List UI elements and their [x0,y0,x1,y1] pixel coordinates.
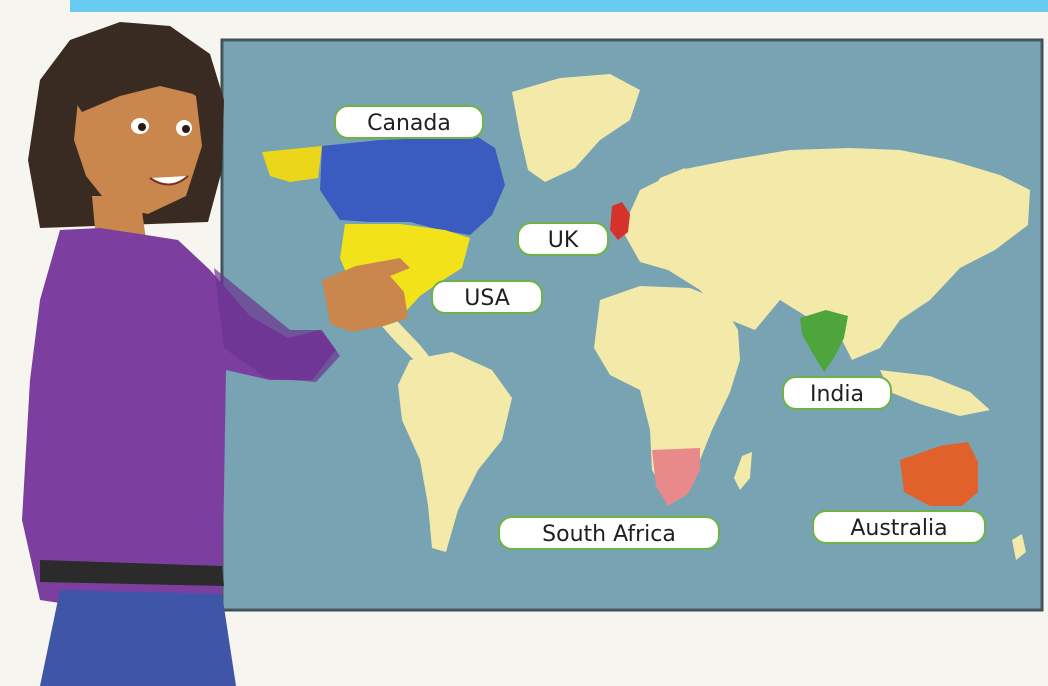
new-zealand-shape [1012,534,1026,560]
label-canada: Canada [334,105,484,139]
woman-figure [22,22,410,686]
africa-shape [594,286,740,500]
label-usa: USA [431,280,543,314]
label-australia: Australia [812,510,986,544]
southeast-asia-shape [880,370,990,416]
greenland-shape [512,74,640,182]
label-south-africa: South Africa [498,516,720,550]
australia-shape [900,442,978,506]
scandinavia-shape [640,168,690,222]
south-america-shape [398,352,512,552]
south-africa-shape [652,448,700,506]
top-banner-bar [70,0,1048,12]
label-uk: UK [517,222,609,256]
madagascar-shape [734,452,752,490]
india-shape [800,310,848,372]
canada-shape [320,132,505,235]
label-india: India [782,376,892,410]
uk-shape [610,202,630,240]
alaska-shape [262,146,322,182]
